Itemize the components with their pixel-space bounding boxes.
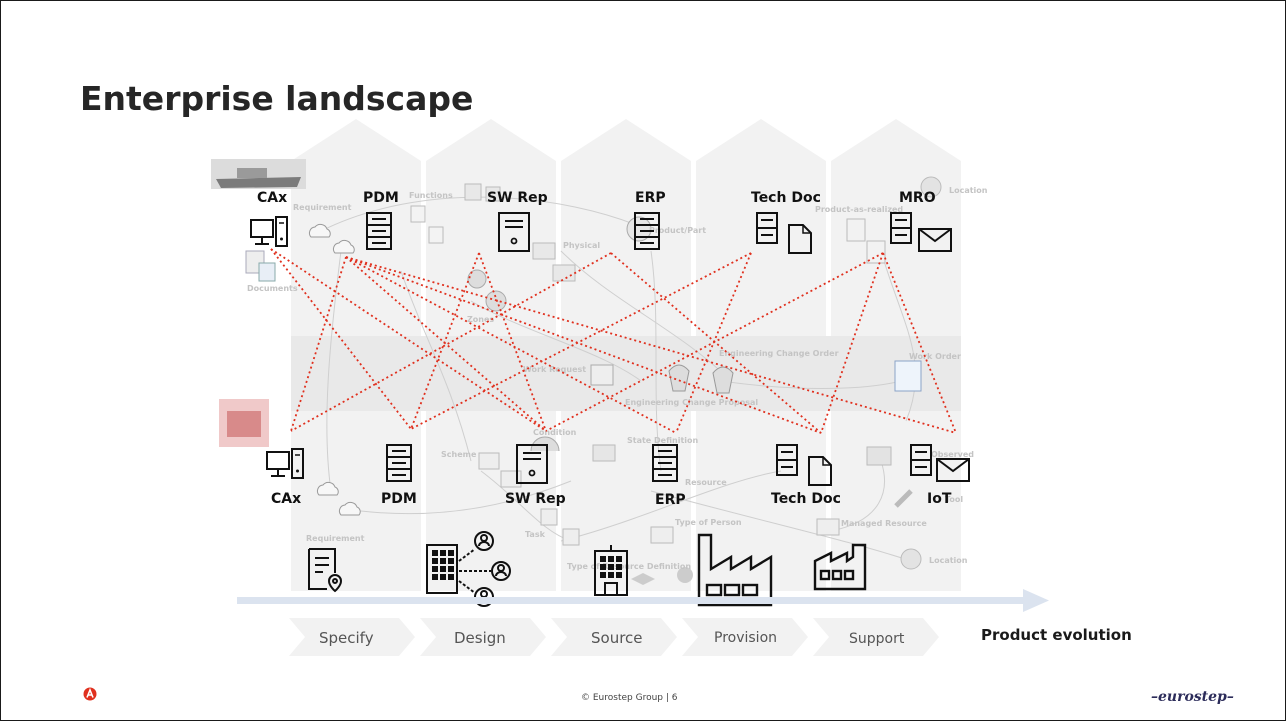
svg-text:Product/Part: Product/Part xyxy=(649,226,706,235)
system-label: SW Rep xyxy=(487,190,548,206)
svg-text:Observed: Observed xyxy=(931,450,974,459)
svg-text:Tool: Tool xyxy=(945,495,963,504)
svg-text:Work Order: Work Order xyxy=(909,352,961,361)
organization-icon xyxy=(426,531,511,607)
company-logo-icon xyxy=(83,687,97,701)
svg-text:Task: Task xyxy=(525,530,546,539)
system-label: SW Rep xyxy=(505,491,566,507)
brand-logo: –eurostep– xyxy=(1151,689,1234,705)
building-icon xyxy=(594,545,628,596)
system-label: PDM xyxy=(363,190,399,206)
requirement-doc-icon xyxy=(308,548,343,593)
integration-links xyxy=(270,248,957,434)
phase-specify: Specify xyxy=(319,629,374,647)
svg-text:Engineering Change Order: Engineering Change Order xyxy=(719,349,839,358)
svg-text:Physical: Physical xyxy=(563,241,600,250)
factory-icon xyxy=(697,533,773,607)
system-label: Tech Doc xyxy=(771,491,841,507)
phase-provision: Provision xyxy=(714,630,777,646)
system-label: CAx xyxy=(257,190,287,206)
phase-design: Design xyxy=(454,629,506,647)
svg-text:Managed Resource: Managed Resource xyxy=(841,519,927,528)
system-label: CAx xyxy=(271,491,301,507)
svg-text:Location: Location xyxy=(949,186,988,195)
svg-text:Engineering Change Proposal: Engineering Change Proposal xyxy=(625,398,758,407)
system-label: IoT xyxy=(927,491,952,507)
footer-text: © Eurostep Group | 6 xyxy=(581,693,678,703)
timeline-arrow xyxy=(237,589,1049,612)
svg-text:Type of Resource Definition: Type of Resource Definition xyxy=(567,562,691,571)
page-title: Enterprise landscape xyxy=(80,79,474,118)
svg-text:Type of Person: Type of Person xyxy=(675,518,742,527)
system-label: MRO xyxy=(899,190,936,206)
svg-text:Scheme: Scheme xyxy=(441,450,477,459)
svg-text:Functions: Functions xyxy=(409,191,453,200)
svg-text:Resource: Resource xyxy=(685,478,727,487)
phase-chevrons: Specify Design Source Provision Support xyxy=(289,618,939,656)
svg-text:Requirement: Requirement xyxy=(293,203,352,212)
svg-text:Documents: Documents xyxy=(247,284,298,293)
svg-text:Zones: Zones xyxy=(467,315,494,324)
svg-text:Requirement: Requirement xyxy=(306,534,365,543)
background-labels: Requirement Functions Documents Physical… xyxy=(247,186,988,571)
svg-text:State Definition: State Definition xyxy=(627,436,699,445)
svg-text:Product-as-realized: Product-as-realized xyxy=(815,205,903,214)
system-label: ERP xyxy=(655,492,686,508)
top-system-labels: CAx PDM SW Rep ERP Tech Doc MRO xyxy=(257,190,936,206)
svg-text:Work Request: Work Request xyxy=(523,365,586,374)
phase-source: Source xyxy=(591,629,643,647)
system-label: PDM xyxy=(381,491,417,507)
system-label: Tech Doc xyxy=(751,190,821,206)
svg-text:Location: Location xyxy=(929,556,968,565)
computer-icon xyxy=(250,216,288,247)
factory-icon xyxy=(813,543,867,591)
phase-support: Support xyxy=(849,631,905,647)
svg-text:Condition: Condition xyxy=(533,428,577,437)
system-label: ERP xyxy=(635,190,666,206)
product-evolution-label: Product evolution xyxy=(981,626,1132,644)
bottom-system-labels: CAx PDM SW Rep ERP Tech Doc IoT xyxy=(271,491,952,508)
